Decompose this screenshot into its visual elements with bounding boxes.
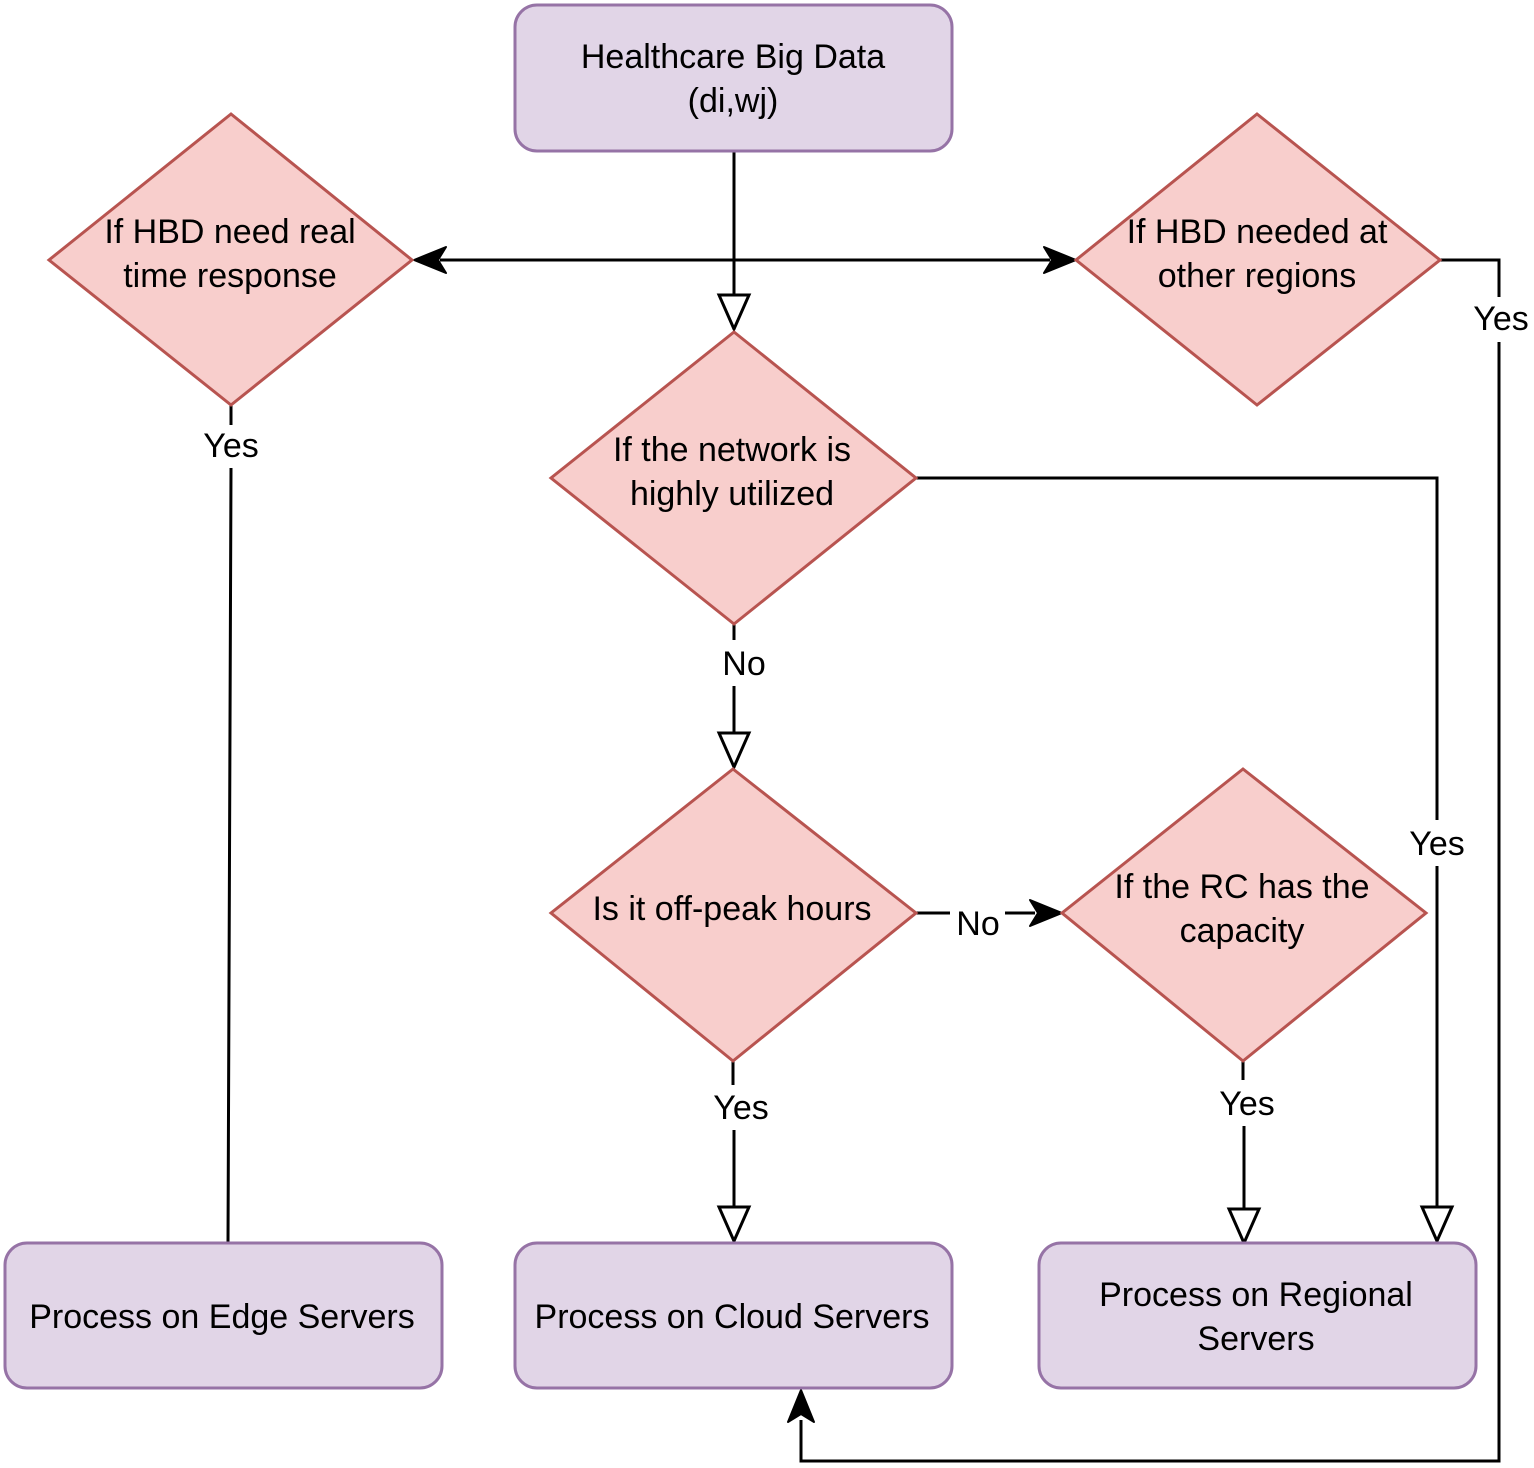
open-arrowhead-icon [716,1205,752,1245]
open-arrowhead-icon [716,293,752,333]
arrow-right-to-regions-icon [1043,246,1077,274]
edge-realtime-yes [226,405,233,1244]
edge-offpeak-yes [731,1061,736,1210]
node-healthcare-big-data-line-2: (di,wj) [688,82,779,120]
decision-other-regions-line-2: other regions [1158,257,1356,295]
edge-label-network-no: No [722,645,765,683]
node-healthcare-big-data-line-1: Healthcare Big Data [581,38,885,76]
decision-network-utilized: If the network is highly utilized [548,330,919,626]
decision-network-line-1: If the network is [613,431,851,469]
decision-rc-capacity: If the RC has the capacity [1059,767,1429,1063]
arrow-up-to-cloud-icon [787,1389,815,1423]
edge-label-rc-yes: Yes [1219,1085,1274,1123]
process-cloud-servers: Process on Cloud Servers [513,1241,954,1390]
decision-rc-capacity-line-1: If the RC has the [1114,868,1369,906]
edge-label-regions-yes: Yes [1473,300,1528,338]
node-healthcare-big-data: Healthcare Big Data (di,wj) [513,3,954,153]
decision-real-time-line-2: time response [123,257,337,295]
decision-real-time-line-1: If HBD need real [104,213,355,251]
process-edge-servers: Process on Edge Servers [3,1241,444,1390]
arrow-right-to-rc-icon [1029,899,1063,927]
process-regional-servers: Process on Regional Servers [1037,1241,1478,1390]
decision-off-peak-line-1: Is it off-peak hours [592,890,871,928]
open-arrowhead-icon [1419,1205,1455,1245]
process-cloud-servers-line-1: Process on Cloud Servers [535,1298,930,1336]
edge-label-network-yes: Yes [1409,825,1464,863]
decision-other-regions-line-1: If HBD needed at [1127,213,1388,251]
decision-rc-capacity-line-2: capacity [1180,912,1305,950]
open-arrowhead-icon [716,731,752,771]
edge-label-offpeak-no: No [956,905,999,943]
decision-off-peak-hours: Is it off-peak hours [548,767,919,1063]
decision-real-time-response: If HBD need real time response [46,112,415,407]
decision-network-line-2: highly utilized [630,475,834,513]
edge-network-yes [916,476,1439,1210]
edge-regions-yes [799,258,1501,1463]
edge-label-offpeak-yes: Yes [713,1089,768,1127]
decision-other-regions: If HBD needed at other regions [1073,112,1443,407]
process-regional-servers-line-1: Process on Regional [1099,1276,1413,1314]
process-regional-servers-line-2: Servers [1197,1320,1314,1358]
process-edge-servers-line-1: Process on Edge Servers [29,1298,415,1336]
edge-rc-yes [1241,1061,1246,1212]
open-arrowhead-icon [1226,1207,1262,1247]
arrow-left-to-realtime-icon [413,246,447,274]
edge-label-realtime-yes: Yes [203,427,258,465]
